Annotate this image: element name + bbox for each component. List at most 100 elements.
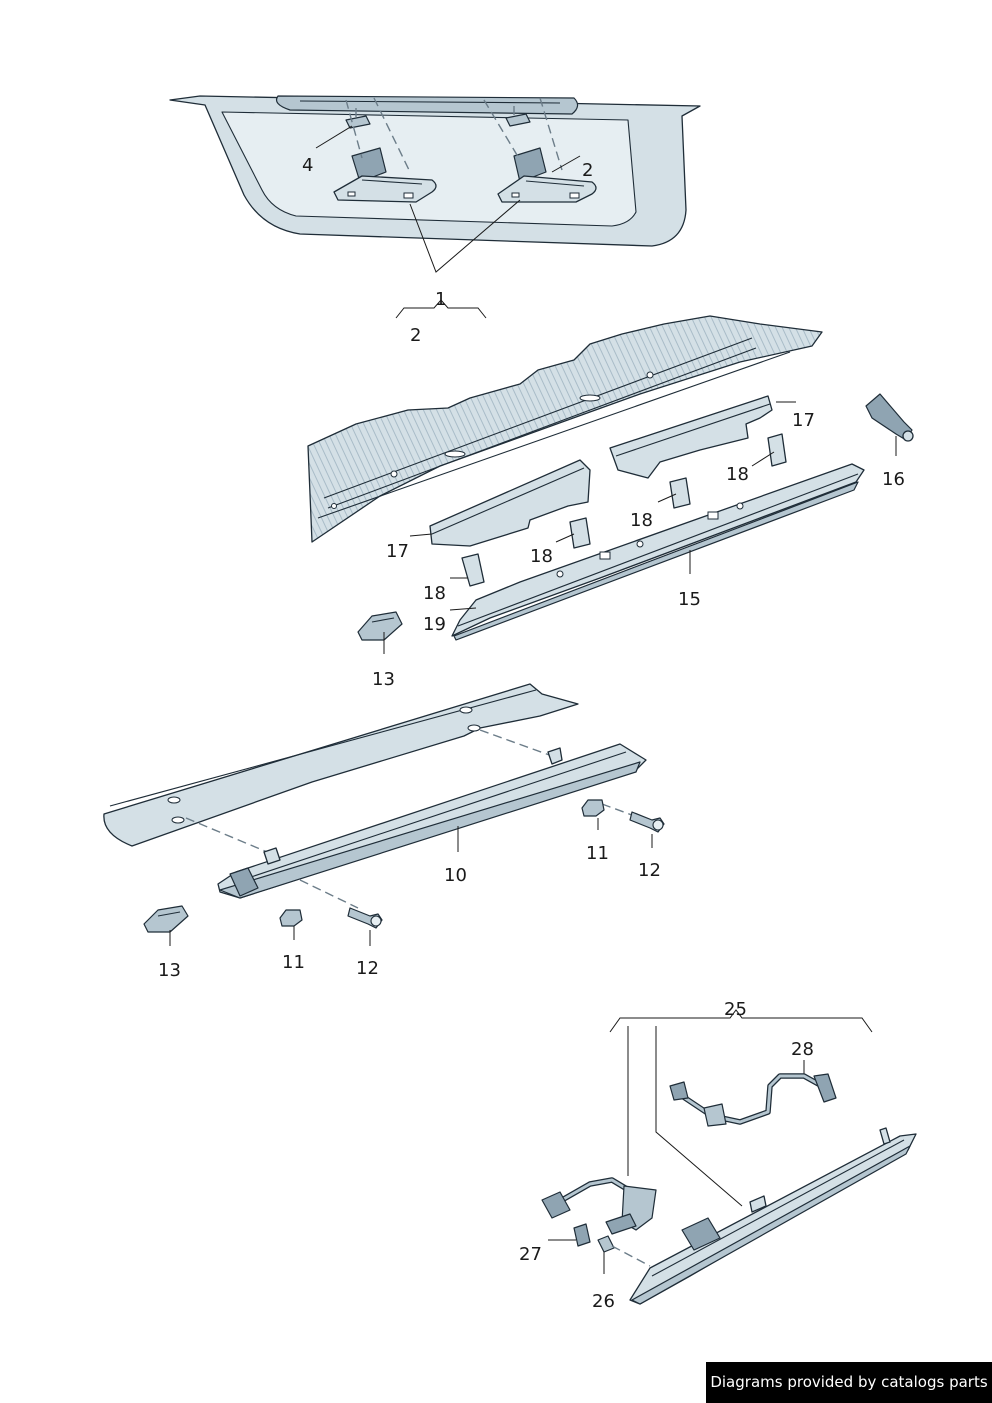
lamp-left-slot — [403, 192, 414, 199]
leader-25b — [655, 1026, 743, 1207]
roof-edge-panel — [103, 683, 579, 847]
callout-2b: 2 — [410, 325, 421, 346]
callout-1: 1 — [435, 289, 446, 310]
spoiler-groove-3 — [317, 351, 791, 519]
callout-18c: 18 — [530, 546, 553, 567]
wiring-harness-28 — [673, 1073, 825, 1125]
bracket-3 — [669, 477, 691, 509]
bracket-4 — [767, 433, 787, 467]
mounting-rail-left — [429, 459, 591, 547]
callout-10: 10 — [444, 865, 467, 886]
lamp-left-slot-2 — [347, 191, 356, 197]
roof-edge-fold — [109, 689, 537, 807]
callout-12b: 12 — [356, 958, 379, 979]
leader-1 — [409, 199, 521, 273]
harness-28-plug-left — [669, 1081, 689, 1101]
roof-edge-hole-4 — [467, 724, 481, 732]
leader-17b — [409, 533, 433, 537]
callout-26: 26 — [592, 1291, 615, 1312]
leader-18b — [657, 493, 677, 503]
light-strip-group: 11 12 10 13 11 12 — [103, 683, 665, 981]
assembly-line-right — [483, 99, 521, 161]
lamp-housing-left — [351, 147, 387, 183]
assembly-line-left — [345, 99, 363, 159]
brake-light-slot-2 — [707, 511, 719, 520]
lamp-left-lens-line — [361, 179, 423, 185]
lamp-right-lens-line — [525, 180, 585, 187]
callout-18d: 18 — [423, 583, 446, 604]
callout-19: 19 — [423, 614, 446, 635]
brake-light-unit-tab-1 — [749, 1195, 767, 1213]
callout-25: 25 — [724, 999, 747, 1020]
callout-15: 15 — [678, 589, 701, 610]
callout-13b: 13 — [158, 960, 181, 981]
brake-light-unit-ridge — [651, 1139, 905, 1277]
callout-12a: 12 — [638, 860, 661, 881]
callout-11b: 11 — [282, 952, 305, 973]
screw-12a-head — [652, 819, 664, 831]
bulb-11b — [279, 909, 303, 927]
roof-edge-hole-1 — [167, 796, 181, 804]
spoiler-groove-2 — [327, 347, 757, 509]
bracket-1 — [461, 553, 485, 587]
roof-edge-hole-2 — [171, 816, 185, 824]
credit-banner: Diagrams provided by catalogs parts — [706, 1362, 992, 1403]
leader-4 — [315, 125, 353, 149]
spoiler-hole-1 — [390, 470, 398, 478]
light-strip-lens — [219, 761, 641, 899]
bulb-socket-13b — [143, 905, 189, 933]
leader-18a — [751, 451, 775, 467]
brake-light-hole-2 — [636, 540, 644, 548]
assembly-line-bulb-26 — [611, 1245, 651, 1267]
callout-16: 16 — [882, 469, 905, 490]
wiring-group: 25 28 27 26 — [519, 999, 917, 1312]
assembly-line-strip-3 — [299, 879, 359, 909]
brake-light-unit-lens — [631, 1145, 911, 1305]
brake-light-hole-1 — [556, 570, 564, 578]
callout-17a: 17 — [792, 410, 815, 431]
screw-12b-head — [370, 915, 382, 927]
bulb-socket-13b-edge — [157, 911, 181, 917]
leader-2a — [551, 155, 581, 173]
bulb-holder-left — [345, 115, 371, 129]
callout-4: 4 — [302, 155, 313, 176]
bracket-25 — [609, 1009, 873, 1033]
brake-light-lens — [453, 481, 859, 641]
brake-light-hole-3 — [736, 502, 744, 510]
strip-clip-1 — [263, 847, 281, 865]
recess-inner-edge — [299, 100, 561, 104]
strip-clip-2 — [547, 747, 563, 765]
assembly-line-strip-2 — [479, 729, 553, 757]
washer-nozzle-tip — [902, 430, 914, 442]
brake-light-unit-tab-2 — [879, 1127, 891, 1145]
callout-11a: 11 — [586, 843, 609, 864]
assembly-line-strip-1 — [185, 817, 273, 855]
harness-28-grommet — [703, 1103, 727, 1127]
bulb-26 — [597, 1235, 615, 1253]
callout-28: 28 — [791, 1039, 814, 1060]
harness-28-plug-right — [813, 1073, 837, 1103]
lamp-right-slot — [569, 192, 580, 199]
bulb-socket-13a-edge — [371, 617, 395, 623]
lamp-right-slot-2 — [511, 192, 520, 198]
bracket-2 — [569, 517, 591, 549]
bulb-socket-13a — [357, 611, 403, 641]
tailgate-panel-group: 4 2 1 2 — [169, 95, 701, 346]
bulb-holder-right — [505, 113, 531, 127]
callout-27: 27 — [519, 1244, 542, 1265]
callout-18a: 18 — [726, 464, 749, 485]
brake-light-lens-edge — [457, 473, 859, 627]
clip-27 — [573, 1223, 591, 1247]
leader-18c — [555, 533, 575, 543]
spoiler-hole-2 — [646, 371, 654, 379]
leader-19 — [449, 607, 477, 611]
harness-25-connector — [541, 1191, 571, 1219]
spoiler-group: 17 16 18 18 18 17 18 15 19 13 — [307, 315, 914, 690]
light-strip-end-cap — [229, 867, 259, 897]
tailgate-panel-inner-face — [221, 111, 637, 227]
callout-2a: 2 — [582, 160, 593, 181]
lamp-housing-right — [513, 147, 547, 183]
spoiler-hole-3 — [331, 503, 337, 509]
roof-edge-hole-3 — [459, 706, 473, 714]
callout-18b: 18 — [630, 510, 653, 531]
